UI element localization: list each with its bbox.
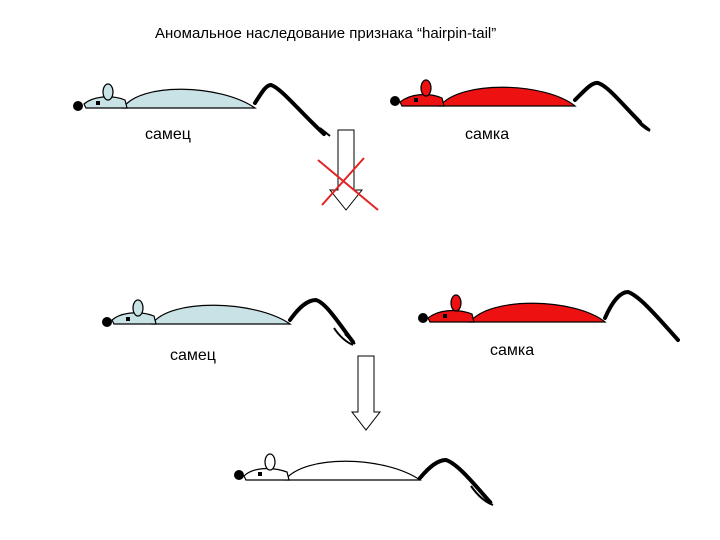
mouse-head <box>428 311 474 322</box>
mouse-f1-male: самец <box>102 300 355 364</box>
hairpin-tail <box>605 292 678 340</box>
arrow-parents-to-f1 <box>318 130 378 210</box>
hairpin-tail <box>290 300 353 342</box>
mouse-ear <box>133 300 143 316</box>
mouse-body <box>123 89 255 108</box>
mouse-head <box>400 95 444 106</box>
sex-label-male: самец <box>170 347 216 364</box>
sex-label-female: самка <box>465 126 509 143</box>
mouse-eye <box>258 472 262 476</box>
diagram-title: Аномальное наследование признака “hairpi… <box>155 25 496 42</box>
sex-label-male: самец <box>145 126 191 143</box>
mouse-ear <box>421 80 431 96</box>
hairpin-tail <box>255 85 324 134</box>
mouse-ear <box>265 454 275 470</box>
mouse-nose <box>73 101 83 111</box>
mouse-body <box>285 461 420 480</box>
mouse-body <box>470 303 605 322</box>
mouse-parent-male: самец <box>73 84 330 143</box>
mouse-f1-female: самка <box>418 292 678 359</box>
mouse-ear <box>103 84 113 100</box>
mouse-head <box>244 469 289 480</box>
mouse-head <box>112 313 156 324</box>
mouse-nose <box>234 470 244 480</box>
mouse-eye <box>96 101 100 105</box>
mouse-nose <box>102 317 112 327</box>
mouse-eye <box>414 98 418 102</box>
hairpin-tail <box>575 83 640 122</box>
mouse-offspring <box>234 454 493 505</box>
mouse-eye <box>126 317 130 321</box>
mouse-ear <box>451 295 461 311</box>
down-arrow <box>352 356 380 430</box>
mouse-body <box>152 305 290 324</box>
sex-label-female: самка <box>490 342 534 359</box>
mouse-body <box>440 87 575 106</box>
arrow-f1-to-offspring <box>352 356 380 430</box>
mouse-eye <box>443 314 447 318</box>
mouse-nose <box>418 313 428 323</box>
mouse-parent-female: самка <box>390 80 650 143</box>
down-arrow <box>330 130 362 210</box>
mouse-nose <box>390 96 400 106</box>
